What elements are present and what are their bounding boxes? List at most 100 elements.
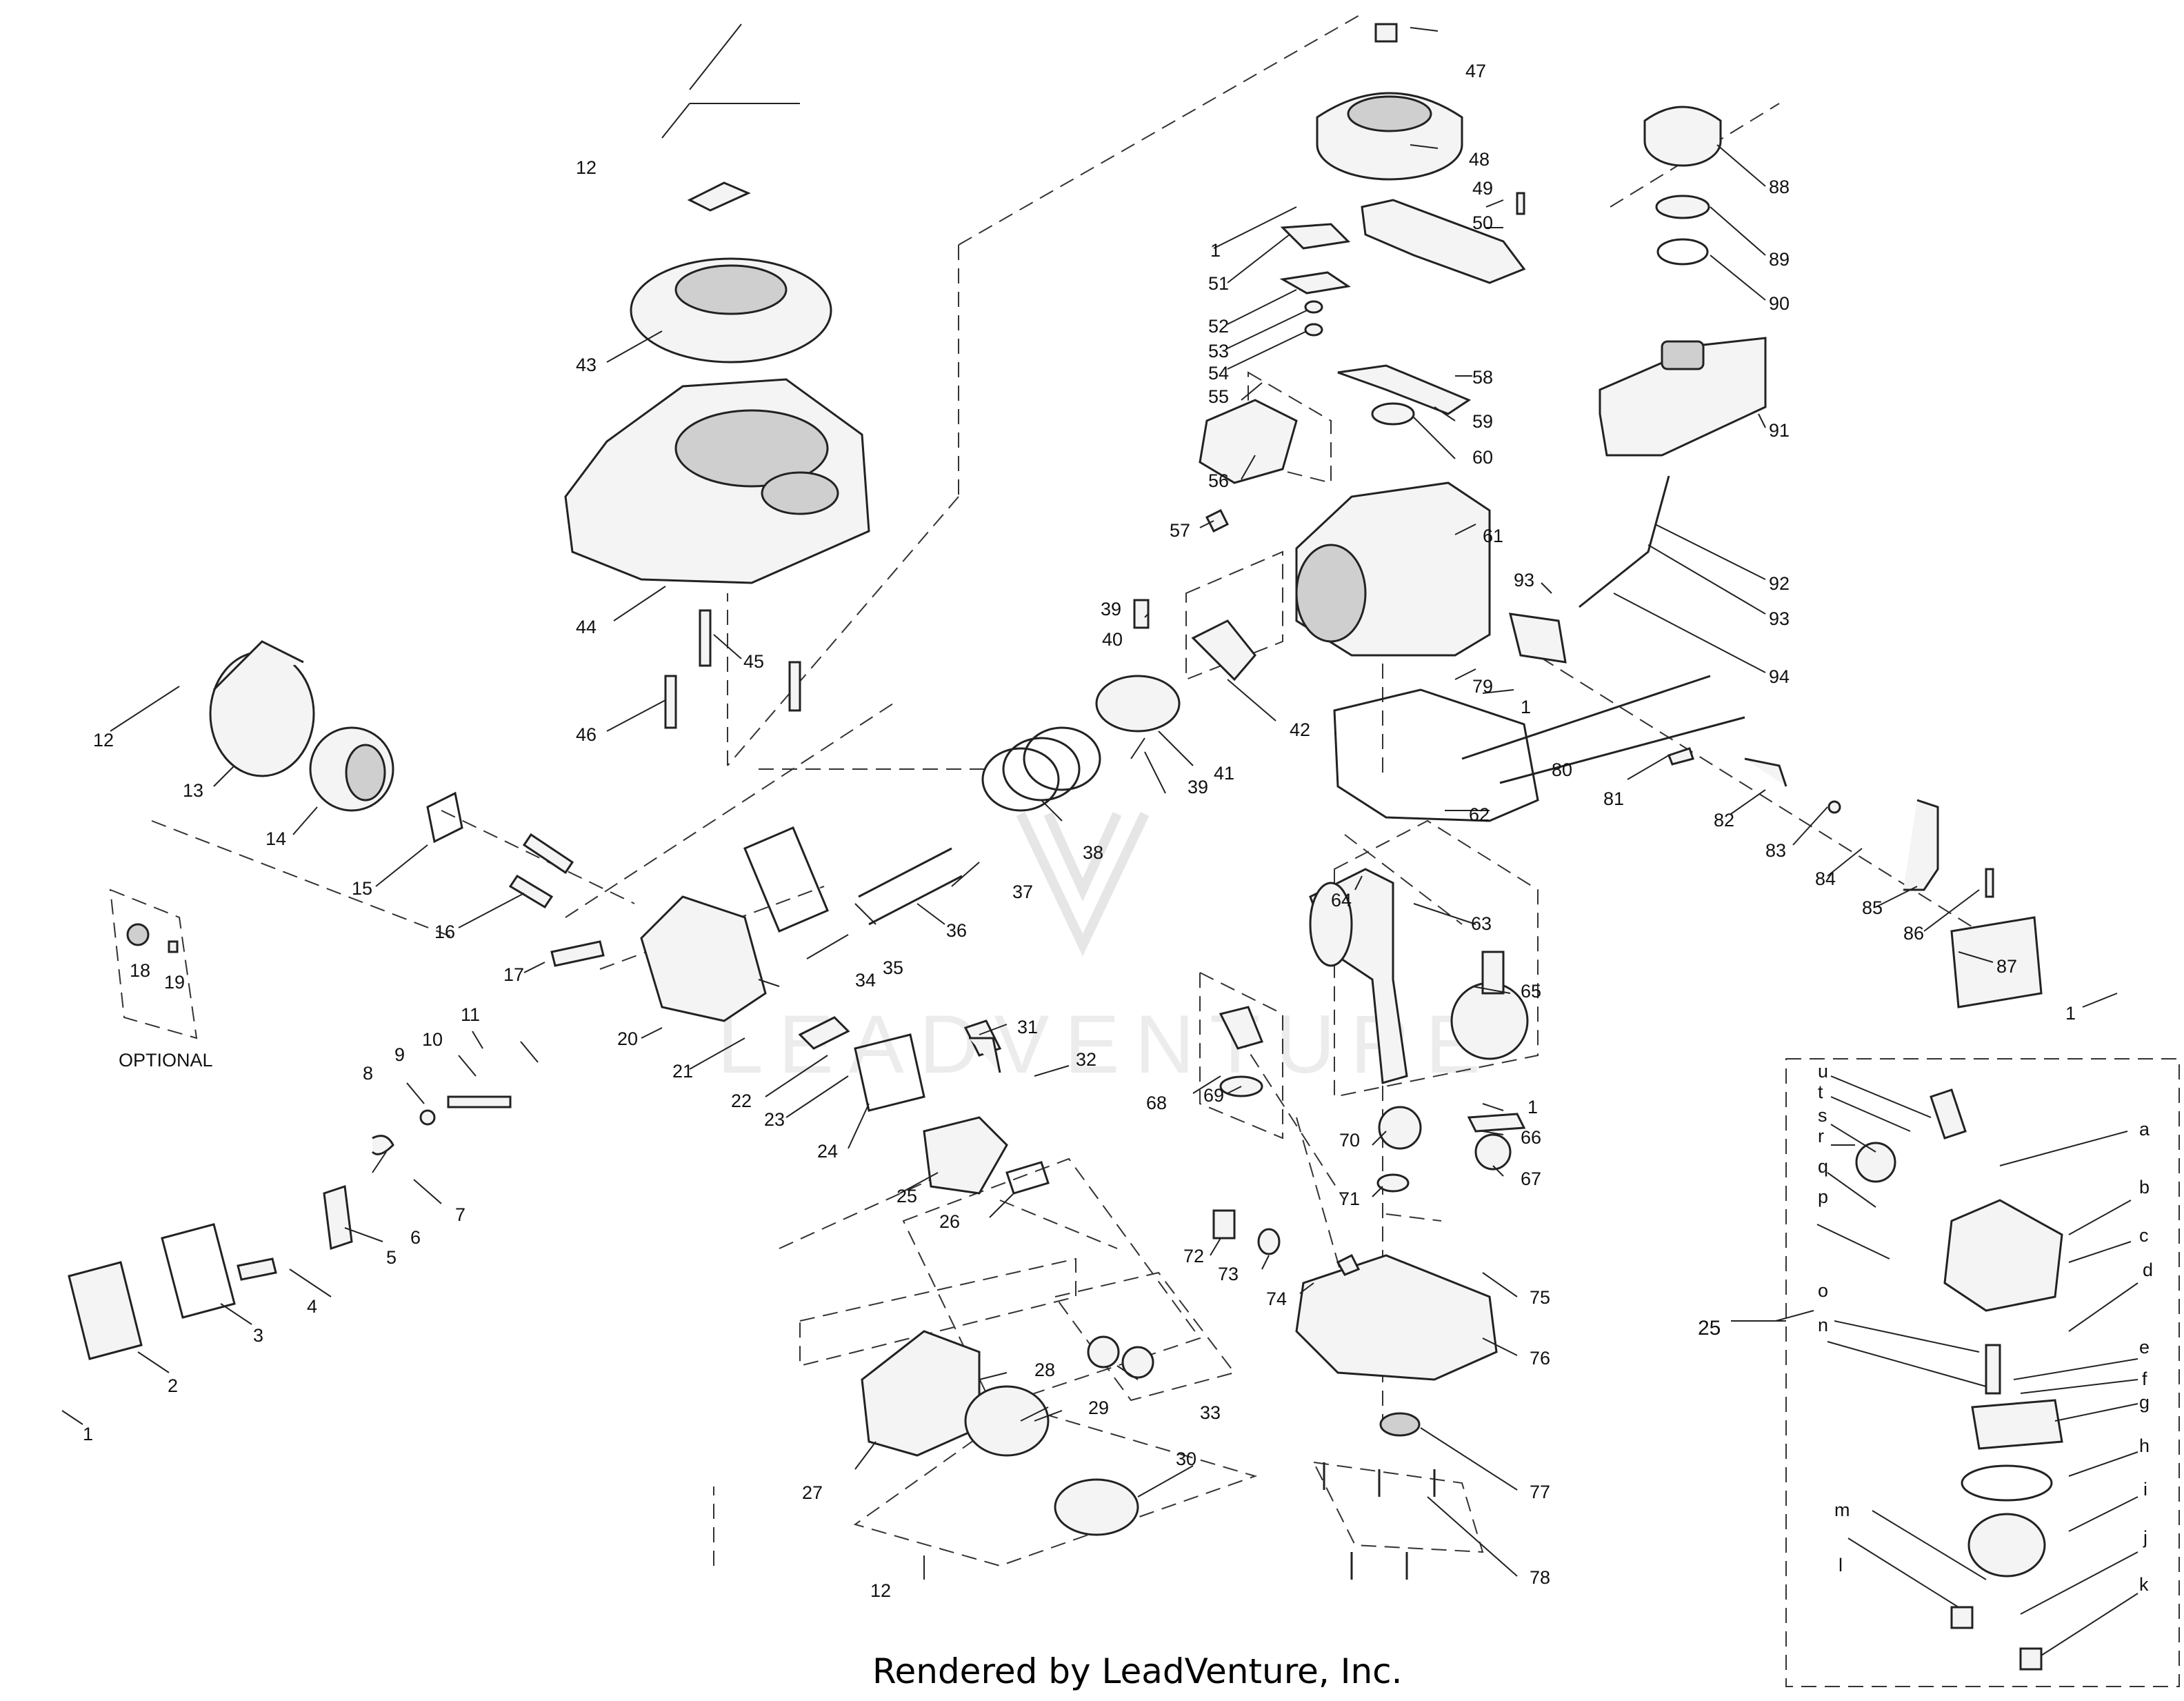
optional-box (109, 888, 198, 1040)
callout-q: q (1818, 1156, 1828, 1177)
callout-39: 39 (1101, 599, 1121, 619)
callout-r: r (1818, 1126, 1824, 1146)
callout-80: 80 (1552, 759, 1572, 780)
callout-51: 51 (1208, 273, 1229, 294)
callout-39: 39 (1188, 777, 1208, 797)
callout-92: 92 (1769, 573, 1790, 594)
callout-74: 74 (1266, 1289, 1287, 1309)
callout-52: 52 (1208, 316, 1229, 337)
callout-93: 93 (1769, 608, 1790, 629)
callout-71: 71 (1339, 1188, 1360, 1209)
callout-19: 19 (164, 972, 185, 993)
callout-69: 69 (1203, 1085, 1224, 1106)
callout-40: 40 (1102, 629, 1123, 650)
callout-7: 7 (455, 1204, 465, 1225)
callout-17: 17 (503, 964, 524, 985)
oil-sensor (1219, 1006, 1264, 1050)
callout-57: 57 (1170, 520, 1190, 541)
governor-gear (1474, 1133, 1512, 1171)
callout-63: 63 (1471, 913, 1492, 934)
callout-77: 77 (1530, 1482, 1550, 1502)
choke-plate (1855, 1142, 1896, 1183)
callout-1: 1 (1210, 240, 1221, 261)
callout-82: 82 (1714, 810, 1734, 830)
valve-spring (371, 1135, 394, 1155)
connecting-rod (1191, 619, 1256, 682)
callout-1: 1 (1527, 1097, 1538, 1117)
callout-21: 21 (672, 1061, 693, 1082)
callout-3: 3 (253, 1325, 263, 1346)
bowl-gasket (1961, 1464, 2053, 1502)
oil-seal (1371, 402, 1415, 426)
callout-k: k (2139, 1574, 2149, 1595)
callout-56: 56 (1208, 470, 1229, 491)
callout-49: 49 (1472, 178, 1493, 199)
callout-48: 48 (1469, 149, 1490, 170)
callout-26: 26 (939, 1211, 960, 1232)
callout-13: 13 (183, 780, 203, 801)
fuel-tank (1599, 337, 1767, 457)
baffle-plate (1337, 364, 1472, 415)
callout-86: 86 (1903, 923, 1924, 944)
cylinder-head (640, 895, 767, 1022)
callout-15: 15 (352, 878, 372, 899)
carburetor-gasket (1005, 1161, 1050, 1195)
callout-78: 78 (1530, 1567, 1550, 1588)
callout-h: h (2139, 1435, 2150, 1456)
callout-27: 27 (802, 1482, 823, 1503)
callout-72: 72 (1183, 1246, 1204, 1266)
valve-cover (68, 1261, 143, 1360)
callout-28: 28 (1034, 1360, 1055, 1380)
callout-e: e (2139, 1337, 2150, 1357)
callout-c: c (2139, 1225, 2149, 1246)
callout-81: 81 (1603, 788, 1624, 809)
crank-gear (1378, 1106, 1422, 1150)
callout-75: 75 (1530, 1287, 1550, 1308)
callout-1: 1 (2065, 1003, 2076, 1024)
callout-31: 31 (1017, 1017, 1038, 1037)
callout-41: 41 (1214, 763, 1234, 784)
callout-34: 34 (855, 970, 876, 991)
callout-6: 6 (410, 1227, 421, 1248)
filter-element (964, 1385, 1050, 1457)
float-bowl (1967, 1513, 2046, 1578)
callout-89: 89 (1769, 249, 1790, 270)
spark-plug (550, 940, 605, 967)
callout-45: 45 (743, 651, 764, 672)
callout-24: 24 (817, 1141, 838, 1162)
throttle-rod (1461, 675, 1711, 760)
callout-43: 43 (576, 355, 597, 375)
float (1971, 1399, 2063, 1450)
heat-shield (854, 1033, 925, 1112)
callout-61: 61 (1483, 526, 1503, 546)
piston (1095, 675, 1181, 733)
callout-32: 32 (1076, 1049, 1096, 1070)
callout-g: g (2139, 1392, 2150, 1413)
leader-lines (61, 23, 2138, 1656)
callout-25-detail: 25 (1698, 1317, 1721, 1340)
callout-79: 79 (1472, 676, 1493, 697)
throttle-lever (1903, 799, 1939, 891)
valve-cover-gasket (161, 1223, 236, 1319)
callout-u: u (1818, 1061, 1828, 1082)
drain-screw (1950, 1606, 1974, 1629)
callout-12: 12 (93, 730, 114, 750)
sump-oil-seal (1379, 1412, 1421, 1437)
callout-76: 76 (1530, 1348, 1550, 1369)
callout-36: 36 (946, 920, 967, 941)
callout-33: 33 (1200, 1402, 1221, 1423)
cap-gasket (1656, 238, 1709, 266)
choke-shaft (1930, 1088, 1967, 1140)
carburetor-body (1943, 1199, 2063, 1312)
callout-38: 38 (1083, 842, 1103, 863)
head-gasket (743, 826, 829, 933)
callout-73: 73 (1218, 1264, 1239, 1284)
control-bracket (1199, 399, 1298, 484)
gasket-plate (1279, 271, 1351, 295)
watermark-text: LEADVENTURE (717, 998, 1496, 1091)
rocker-plate (323, 1184, 353, 1251)
callout-50: 50 (1472, 212, 1493, 233)
callout-m: m (1834, 1500, 1850, 1520)
callout-88: 88 (1769, 177, 1790, 197)
callout-94: 94 (1769, 666, 1790, 687)
